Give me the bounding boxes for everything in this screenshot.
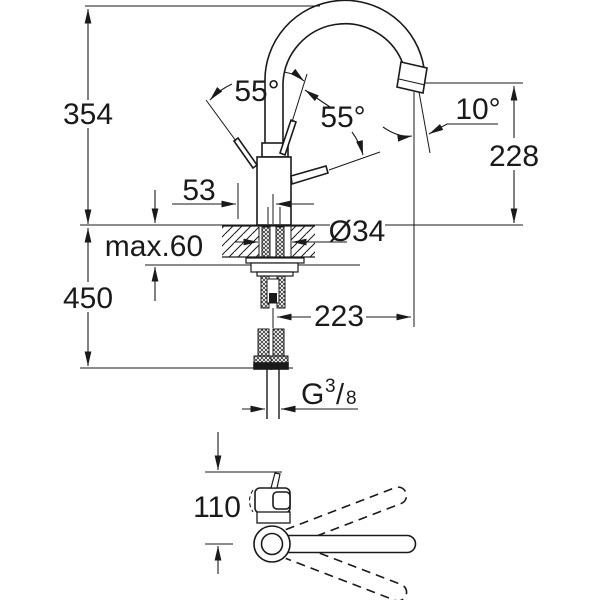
dim-dia34-label: Ø34 (329, 215, 386, 248)
spout-tip-face-line (398, 78, 426, 86)
handle-lever-up (279, 118, 297, 157)
thread-size-label: G 3 / 8 (301, 376, 357, 411)
dim-53-label: 53 (182, 174, 215, 207)
hose-right (272, 328, 285, 357)
hose-left (257, 328, 270, 357)
faucet-top-view (248, 472, 417, 600)
thread-prefix: G (301, 378, 324, 411)
fixing-washer (256, 271, 294, 277)
fixing-flange (245, 257, 305, 264)
fixing-nut (250, 262, 299, 273)
dim-55left-arc-left (209, 83, 233, 101)
thread-slash: / (336, 379, 345, 411)
handle-lever-back (232, 136, 259, 170)
dim-354-label: 354 (63, 98, 113, 131)
shank-thread-right (275, 226, 285, 259)
handle-lever-side (290, 165, 329, 186)
dim-55deg-left-label: 55° (234, 75, 279, 108)
hose-connector-left-top (253, 355, 272, 364)
handle-knob-top (272, 491, 291, 510)
lever-back-extension (205, 99, 237, 142)
dim-55right-arc-upper (304, 89, 331, 108)
dim-110-label: 110 (193, 491, 241, 524)
dim-55left-arc-right (283, 68, 305, 82)
hose-connector-left-nut (253, 362, 272, 370)
shank-thread-left (261, 226, 271, 259)
spout-base-inner-circle (260, 532, 284, 556)
outlet-angle-line (418, 91, 431, 154)
spout-tip (396, 61, 428, 94)
thread-denominator: 8 (346, 388, 357, 409)
handle-swing-arc-dashed (248, 489, 254, 513)
dim-10deg-leader (428, 123, 498, 135)
spout-tube-top (286, 534, 417, 554)
faucet-front-view (205, 0, 428, 419)
spout-inner-arc (282, 23, 404, 145)
reference-lines (80, 5, 523, 545)
dim-55deg-right-label: 55° (320, 101, 365, 134)
handle-base-band (256, 511, 291, 524)
dim-55right-arc-lower (351, 131, 364, 156)
handle-lever-top (270, 472, 281, 489)
thread-numerator: 3 (325, 376, 336, 397)
dim-223-label: 223 (314, 300, 364, 333)
rod-center-pin (269, 293, 277, 303)
dimension-lines (84, 9, 518, 574)
lever-side-extension (328, 151, 381, 171)
body-shank-lines (267, 207, 281, 224)
dim-max60-label: max.60 (105, 230, 203, 263)
hose-connector-right-nut (270, 362, 289, 370)
faucet-body (256, 156, 292, 226)
hose-connector-right-top (270, 355, 289, 364)
dim-228-label: 228 (489, 140, 539, 173)
supply-pipe (266, 369, 280, 419)
dim-10deg-label: 10° (455, 93, 500, 126)
spout-swung-up-dashed (285, 486, 408, 547)
mounting-hole-edges (258, 226, 292, 257)
lever-up-extension (291, 73, 308, 123)
dim-450-label: 450 (63, 282, 113, 315)
spout-outer-arc (264, 0, 425, 145)
dimension-labels: 354 450 max.60 53 Ø34 228 10° 55° 55° 22… (63, 75, 539, 524)
dim-10deg-arc (382, 126, 413, 142)
